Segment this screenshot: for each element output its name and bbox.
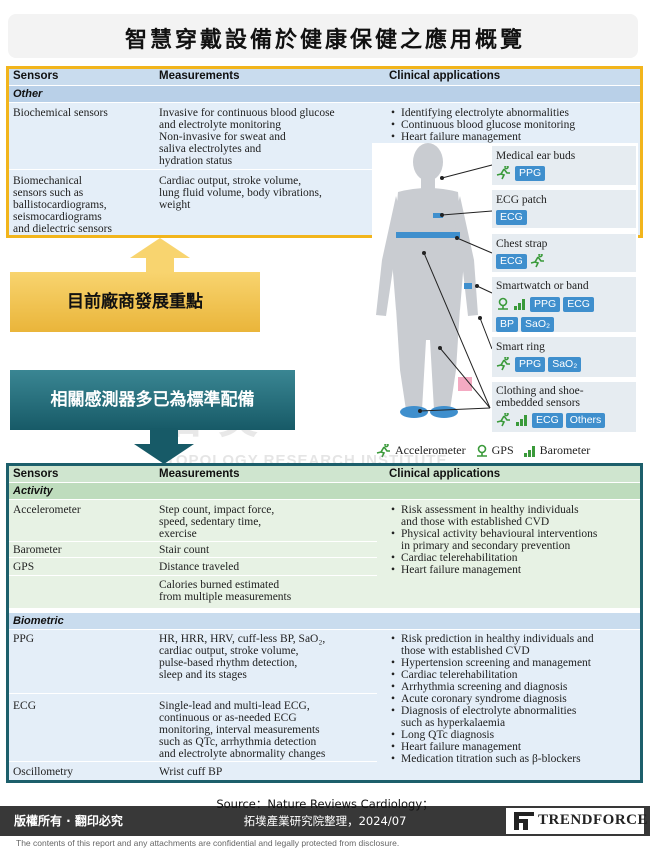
clinical-item: Arrhythmia screening and diagnosis bbox=[391, 681, 645, 693]
clinical-item: Cardiac telerehabilitation bbox=[391, 669, 645, 681]
source-line2: 拓墣產業研究院整理，2024/07 bbox=[243, 814, 407, 828]
copyright-text: 版權所有 · 翻印必究 bbox=[14, 814, 123, 828]
measurement-calories: Calories burned estimated from multiple … bbox=[159, 579, 292, 603]
chip-sao2: SaO₂ bbox=[521, 316, 555, 332]
arrow-up-label: 目前廠商發展重點 bbox=[10, 272, 260, 332]
section-biometric: Biometric bbox=[13, 615, 64, 627]
bottom-table-box: Sensors Measurements Clinical applicatio… bbox=[6, 463, 643, 783]
sensor-biochemical: Biochemical sensors bbox=[13, 107, 108, 119]
header-sensors: Sensors bbox=[13, 70, 59, 82]
clinical-item: Medication titration such as β-blockers bbox=[391, 753, 645, 765]
chip-sao2: SaO₂ bbox=[548, 356, 582, 372]
section-activity: Activity bbox=[13, 485, 53, 497]
chip-ppg: PPG bbox=[530, 296, 561, 312]
clinical-item: Diagnosis of electrolyte abnormalities s… bbox=[391, 705, 645, 729]
legend-accelerometer: Accelerometer bbox=[395, 443, 466, 457]
section-other: Other bbox=[13, 88, 43, 100]
device-label: ECG patch bbox=[496, 194, 547, 206]
page-title: 智慧穿戴設備於健康保健之應用概覽 bbox=[124, 27, 525, 53]
arrow-down-label: 相關感測器多已為標準配備 bbox=[10, 370, 295, 430]
legend: Accelerometer GPS Barometer bbox=[376, 443, 638, 463]
clinical-item: Long QTc diagnosis bbox=[391, 729, 645, 741]
sensor-oscillometry: Oscillometry bbox=[13, 766, 74, 778]
clinical-item: Heart failure management bbox=[391, 564, 641, 576]
arrow-down-head bbox=[134, 428, 194, 464]
connector-lines bbox=[418, 164, 493, 413]
device-label: Smartwatch or band bbox=[496, 280, 589, 292]
human-body-figure bbox=[376, 143, 478, 418]
clinical-item: Heart failure management bbox=[391, 741, 645, 753]
clinical-item: Risk prediction in healthy individuals a… bbox=[391, 633, 645, 657]
device-ecg-patch: ECG patch ECG bbox=[492, 190, 636, 228]
clinical-item: Heart failure management bbox=[391, 131, 636, 143]
device-label: Clothing and shoe- embedded sensors bbox=[496, 385, 584, 409]
device-label: Chest strap bbox=[496, 238, 548, 250]
chip-ecg: ECG bbox=[496, 253, 527, 269]
chip-ppg: PPG bbox=[515, 356, 546, 372]
accelerometer-icon bbox=[496, 166, 510, 180]
sensor-barometer: Barometer bbox=[13, 544, 62, 556]
header-clinical: Clinical applications bbox=[389, 70, 501, 82]
title-background bbox=[8, 14, 638, 58]
device-label: Medical ear buds bbox=[496, 150, 576, 162]
header-clinical: Clinical applications bbox=[389, 468, 501, 480]
chip-others: Others bbox=[565, 412, 606, 428]
sensor-ecg: ECG bbox=[13, 700, 36, 712]
clinical-item: Identifying electrolyte abnormalities bbox=[391, 107, 636, 119]
source-line1: Source：Nature Reviews Cardiology； bbox=[216, 797, 434, 811]
measurement-barometer: Stair count bbox=[159, 544, 210, 556]
sensor-biomechanical: Biomechanical sensors such as ballistoca… bbox=[13, 175, 112, 235]
header-measurements: Measurements bbox=[159, 70, 240, 82]
clinical-item: Risk assessment in healthy individuals a… bbox=[391, 504, 641, 528]
clinical-biometric: Risk prediction in healthy individuals a… bbox=[391, 633, 645, 765]
accelerometer-icon bbox=[530, 254, 544, 268]
trendforce-logo: TRENDFORCE bbox=[538, 812, 649, 828]
measurement-oscillometry: Wrist cuff BP bbox=[159, 766, 223, 778]
clinical-item: Acute coronary syndrome diagnosis bbox=[391, 693, 645, 705]
measurement-accelerometer: Step count, impact force, speed, sedenta… bbox=[159, 504, 275, 540]
device-chest-strap: Chest strap ECG bbox=[492, 234, 636, 272]
barometer-icon bbox=[523, 446, 535, 458]
chip-ecg: ECG bbox=[563, 296, 594, 312]
measurement-gps: Distance traveled bbox=[159, 561, 240, 573]
chip-bp: BP bbox=[496, 316, 519, 332]
measurement-biochemical: Invasive for continuous blood glucose an… bbox=[159, 107, 335, 167]
sensor-ppg: PPG bbox=[13, 633, 35, 645]
legend-gps: GPS bbox=[491, 443, 514, 457]
chip-ecg: ECG bbox=[532, 412, 563, 428]
sensor-gps: GPS bbox=[13, 561, 35, 573]
measurement-ecg: Single-lead and multi-lead ECG, continuo… bbox=[159, 700, 326, 760]
source-text: Source：Nature Reviews Cardiology； 拓墣產業研究… bbox=[160, 796, 490, 830]
clinical-item: Continuous blood glucose monitoring bbox=[391, 119, 636, 131]
barometer-icon bbox=[516, 415, 527, 427]
accelerometer-icon bbox=[376, 444, 390, 458]
chip-ecg: ECG bbox=[496, 209, 527, 225]
device-medical-ear-buds: Medical ear buds PPG bbox=[492, 146, 636, 185]
clinical-item: Physical activity behavioural interventi… bbox=[391, 528, 641, 552]
trendforce-logo-icon bbox=[514, 812, 534, 830]
barometer-icon bbox=[514, 299, 525, 311]
chip-ppg: PPG bbox=[515, 165, 546, 181]
arrow-up-head bbox=[130, 238, 190, 274]
header-sensors: Sensors bbox=[13, 468, 59, 480]
sensor-accelerometer: Accelerometer bbox=[13, 504, 81, 516]
clinical-biochemical: Identifying electrolyte abnormalities Co… bbox=[391, 107, 636, 143]
accelerometer-icon bbox=[496, 413, 510, 427]
device-label: Smart ring bbox=[496, 341, 545, 353]
gps-icon bbox=[476, 444, 487, 458]
clinical-activity: Risk assessment in healthy individuals a… bbox=[391, 504, 641, 576]
measurement-biomechanical: Cardiac output, stroke volume, lung flui… bbox=[159, 175, 322, 211]
legend-barometer: Barometer bbox=[539, 443, 591, 457]
accelerometer-icon bbox=[496, 357, 510, 371]
clinical-item: Cardiac telerehabilitation bbox=[391, 552, 641, 564]
header-measurements: Measurements bbox=[159, 468, 240, 480]
disclaimer-text: The contents of this report and any atta… bbox=[16, 838, 400, 848]
gps-icon bbox=[498, 298, 508, 311]
clinical-item: Hypertension screening and management bbox=[391, 657, 645, 669]
measurement-ppg: HR, HRR, HRV, cuff-less BP, SaO₂, cardia… bbox=[159, 633, 326, 681]
